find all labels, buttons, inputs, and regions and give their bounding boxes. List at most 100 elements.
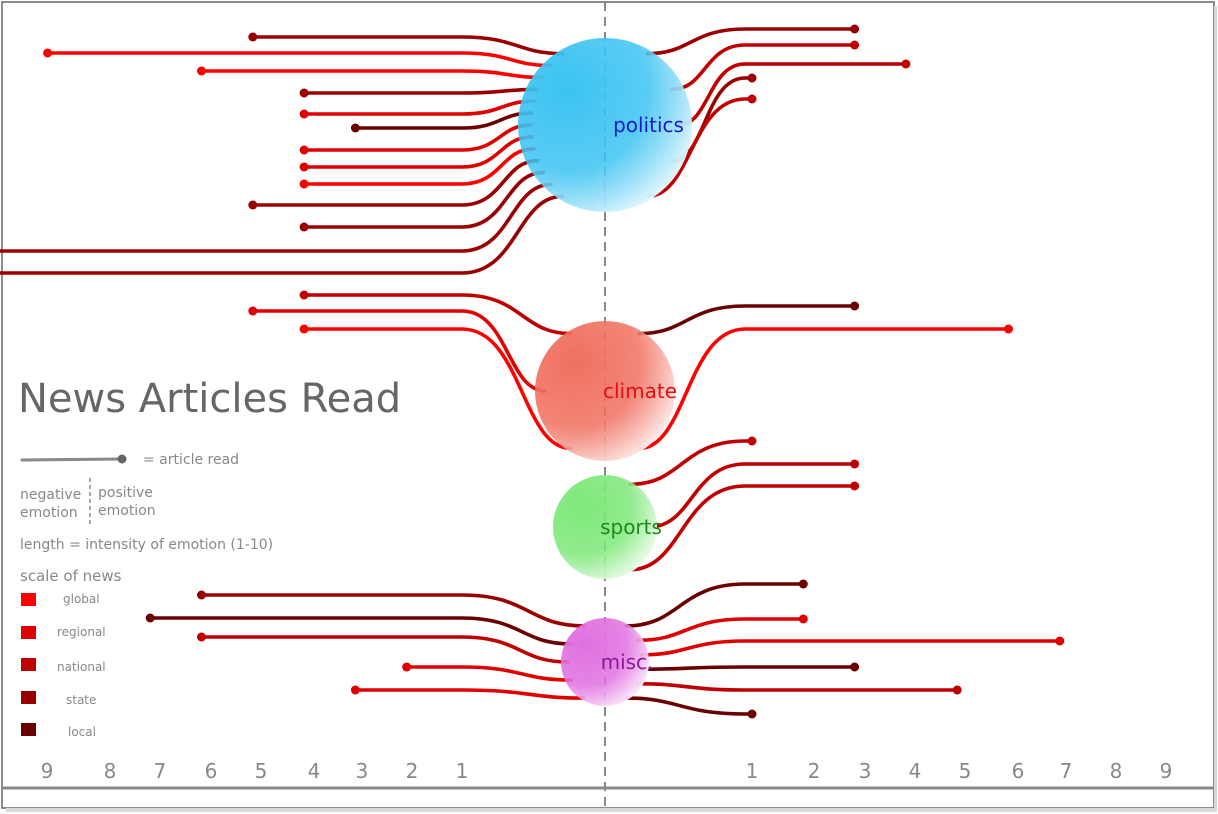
x-tick-neg-2: 2 [406, 759, 419, 783]
legend-label-global: global [63, 592, 100, 606]
article-dot-climate-0 [299, 290, 309, 300]
article-line-politics-1 [45, 51, 553, 68]
x-tick-neg-6: 6 [205, 759, 218, 783]
topic-label-sports: sports [600, 515, 662, 539]
legend-swatch-national [21, 658, 36, 671]
article-dot-politics-1 [43, 48, 53, 58]
legend-article-line [20, 457, 122, 462]
article-dot-politics-16 [747, 73, 757, 83]
article-line-climate-0 [302, 293, 573, 336]
legend-positive-line2: emotion [98, 503, 156, 519]
article-lines [0, 24, 1065, 719]
article-dot-politics-0 [248, 32, 258, 42]
article-line-politics-13 [645, 27, 857, 56]
topic-label-politics: politics [613, 113, 684, 137]
x-tick-neg-3: 3 [356, 759, 369, 783]
x-tick-neg-8: 8 [104, 759, 117, 783]
article-dot-climate-1 [248, 306, 258, 316]
x-tick-pos-8: 8 [1110, 759, 1123, 783]
x-tick-neg-9: 9 [41, 759, 54, 783]
legend-negative-line1: negative [20, 487, 81, 503]
x-tick-pos-9: 9 [1160, 759, 1173, 783]
legend: News Articles Read = article read negati… [18, 376, 401, 739]
legend-swatch-local [21, 723, 36, 736]
article-line-politics-2 [199, 69, 545, 80]
legend-swatch-state [21, 691, 36, 704]
article-line-politics-10 [302, 170, 545, 229]
article-dot-misc-9 [952, 685, 962, 695]
x-tick-neg-4: 4 [308, 759, 321, 783]
article-dot-politics-5 [350, 123, 360, 133]
article-line-misc-3 [404, 665, 573, 682]
article-line-politics-12 [0, 194, 565, 275]
legend-label-state: state [66, 693, 96, 707]
x-tick-pos-3: 3 [859, 759, 872, 783]
article-dot-politics-13 [850, 24, 860, 34]
article-line-climate-1 [251, 309, 548, 393]
x-tick-pos-2: 2 [808, 759, 821, 783]
article-dot-misc-5 [798, 579, 808, 589]
x-tick-neg-7: 7 [154, 759, 167, 783]
article-dot-sports-1 [850, 459, 860, 469]
article-line-climate-3 [637, 304, 857, 336]
article-line-sports-0 [628, 439, 754, 487]
topic-label-misc: misc. [601, 650, 654, 674]
article-dot-misc-0 [197, 590, 206, 600]
article-line-sports-1 [647, 462, 857, 529]
article-dot-sports-0 [747, 436, 757, 446]
topic-bubble-sports [553, 475, 657, 579]
article-line-misc-9 [635, 681, 959, 692]
article-line-misc-2 [199, 635, 570, 664]
x-tick-neg-5: 5 [255, 759, 268, 783]
article-dot-misc-3 [402, 662, 412, 672]
article-dot-politics-3 [299, 88, 309, 98]
x-tick-pos-7: 7 [1060, 759, 1073, 783]
frame-shadow-bottom [6, 808, 1217, 812]
topic-bubbles: politics climate sports misc. [518, 38, 692, 706]
article-dot-misc-10 [747, 709, 757, 719]
article-line-misc-10 [624, 696, 754, 716]
article-dot-politics-17 [747, 94, 757, 104]
article-dot-politics-4 [299, 109, 309, 119]
article-dot-misc-8 [850, 662, 860, 672]
article-line-politics-0 [251, 35, 565, 56]
article-dot-misc-4 [350, 685, 360, 695]
article-dot-politics-9 [248, 200, 258, 210]
article-dot-misc-7 [1055, 636, 1065, 646]
article-line-politics-11 [0, 182, 553, 253]
frame-shadow-right [1214, 6, 1217, 812]
article-dot-climate-4 [1004, 324, 1013, 334]
x-tick-neg-1: 1 [456, 759, 469, 783]
legend-label-national: national [57, 660, 106, 674]
article-dot-politics-8 [299, 179, 309, 189]
legend-swatch-regional [21, 626, 36, 639]
article-dot-politics-6 [299, 145, 309, 155]
topic-bubble-politics [518, 38, 692, 212]
legend-label-local: local [68, 725, 96, 739]
legend-negative-line2: emotion [20, 505, 78, 521]
article-dot-misc-2 [197, 632, 206, 642]
article-line-misc-8 [640, 665, 857, 672]
article-line-misc-1 [148, 616, 573, 646]
article-line-misc-6 [635, 617, 806, 643]
legend-swatch-global [21, 593, 36, 606]
topic-bubble-misc [561, 618, 649, 706]
article-dot-climate-2 [299, 324, 309, 334]
chart-title: News Articles Read [18, 376, 401, 422]
article-line-misc-0 [199, 593, 586, 628]
article-line-sports-2 [628, 484, 857, 572]
article-dot-sports-2 [850, 481, 860, 491]
topic-bubble-climate [535, 321, 675, 461]
topic-label-climate: climate [603, 379, 677, 403]
article-dot-climate-3 [850, 301, 860, 311]
legend-article-dot [117, 454, 127, 464]
legend-scale-title: scale of news [20, 567, 122, 585]
article-dot-politics-10 [299, 222, 309, 232]
legend-article-read: = article read [143, 452, 239, 468]
article-line-climate-4 [637, 327, 1011, 451]
article-dot-politics-7 [299, 162, 309, 172]
article-dot-politics-14 [850, 40, 860, 50]
article-dot-misc-1 [145, 613, 155, 623]
